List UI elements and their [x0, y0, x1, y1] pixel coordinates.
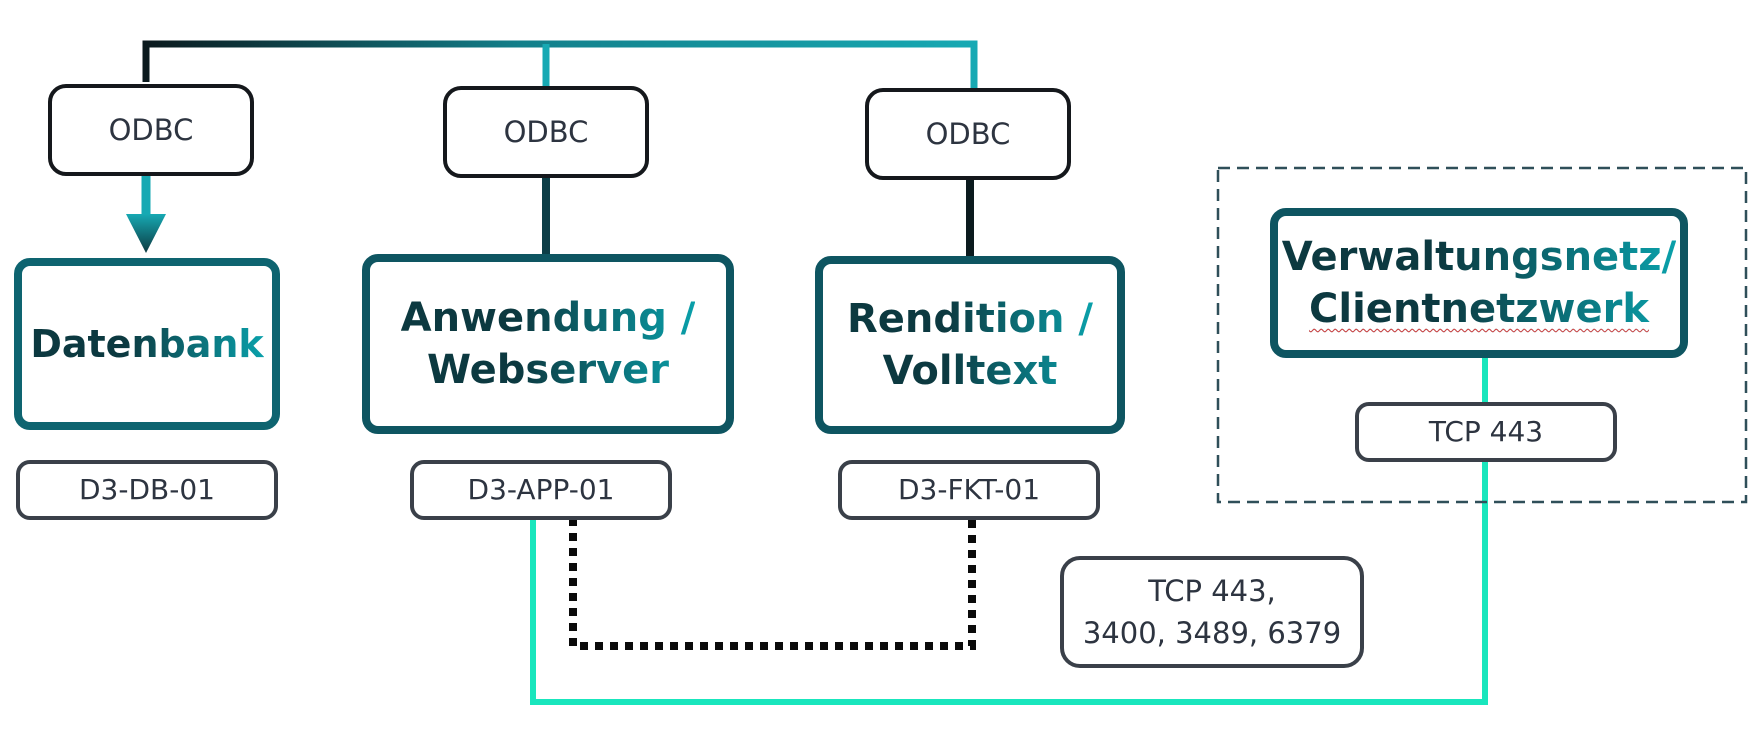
server-rendition-title-line2: Volltext — [882, 348, 1058, 394]
server-application: Anwendung / Webserver — [362, 254, 734, 434]
odbc-bus-line — [142, 40, 978, 88]
server-rendition-title-line1: Rendition / — [846, 296, 1094, 342]
hostname-app-text: D3-APP-01 — [467, 473, 615, 506]
odbc-connector-db: ODBC — [48, 84, 254, 176]
app-fkt-dotted-link — [569, 518, 976, 650]
client-network-title-line1: Verwaltungsnetz/ — [1281, 234, 1677, 280]
hostname-db: D3-DB-01 — [16, 460, 278, 520]
server-database-title: Datenbank — [30, 322, 264, 366]
client-network-link — [530, 354, 1488, 705]
hostname-fkt-text: D3-FKT-01 — [897, 473, 1041, 506]
odbc-label: ODBC — [503, 115, 589, 149]
client-port-text: TCP 443 — [1428, 415, 1544, 448]
hostname-fkt: D3-FKT-01 — [838, 460, 1100, 520]
client-network-box: Verwaltungsnetz/ Clientnetzwerk — [1270, 208, 1688, 358]
ports-line1: TCP 443, — [1148, 574, 1276, 608]
odbc-label: ODBC — [925, 117, 1011, 151]
client-port-label: TCP 443 — [1355, 402, 1617, 462]
hostname-app: D3-APP-01 — [410, 460, 672, 520]
db-arrow-head — [126, 214, 166, 253]
server-database: Datenbank — [14, 258, 280, 430]
client-network-frame — [1216, 166, 1748, 504]
odbc-connector-app: ODBC — [443, 86, 649, 178]
odbc-connector-fkt: ODBC — [865, 88, 1071, 180]
client-network-title-line2: Clientnetzwerk — [1309, 286, 1649, 332]
ports-box: TCP 443, 3400, 3489, 6379 — [1060, 556, 1364, 668]
server-application-title-line2: Webserver — [426, 347, 670, 393]
server-rendition: Rendition / Volltext — [815, 256, 1125, 434]
odbc-label: ODBC — [108, 113, 194, 147]
ports-line2: 3400, 3489, 6379 — [1082, 616, 1342, 650]
server-application-title-line1: Anwendung / — [400, 295, 696, 341]
hostname-db-text: D3-DB-01 — [79, 473, 215, 506]
